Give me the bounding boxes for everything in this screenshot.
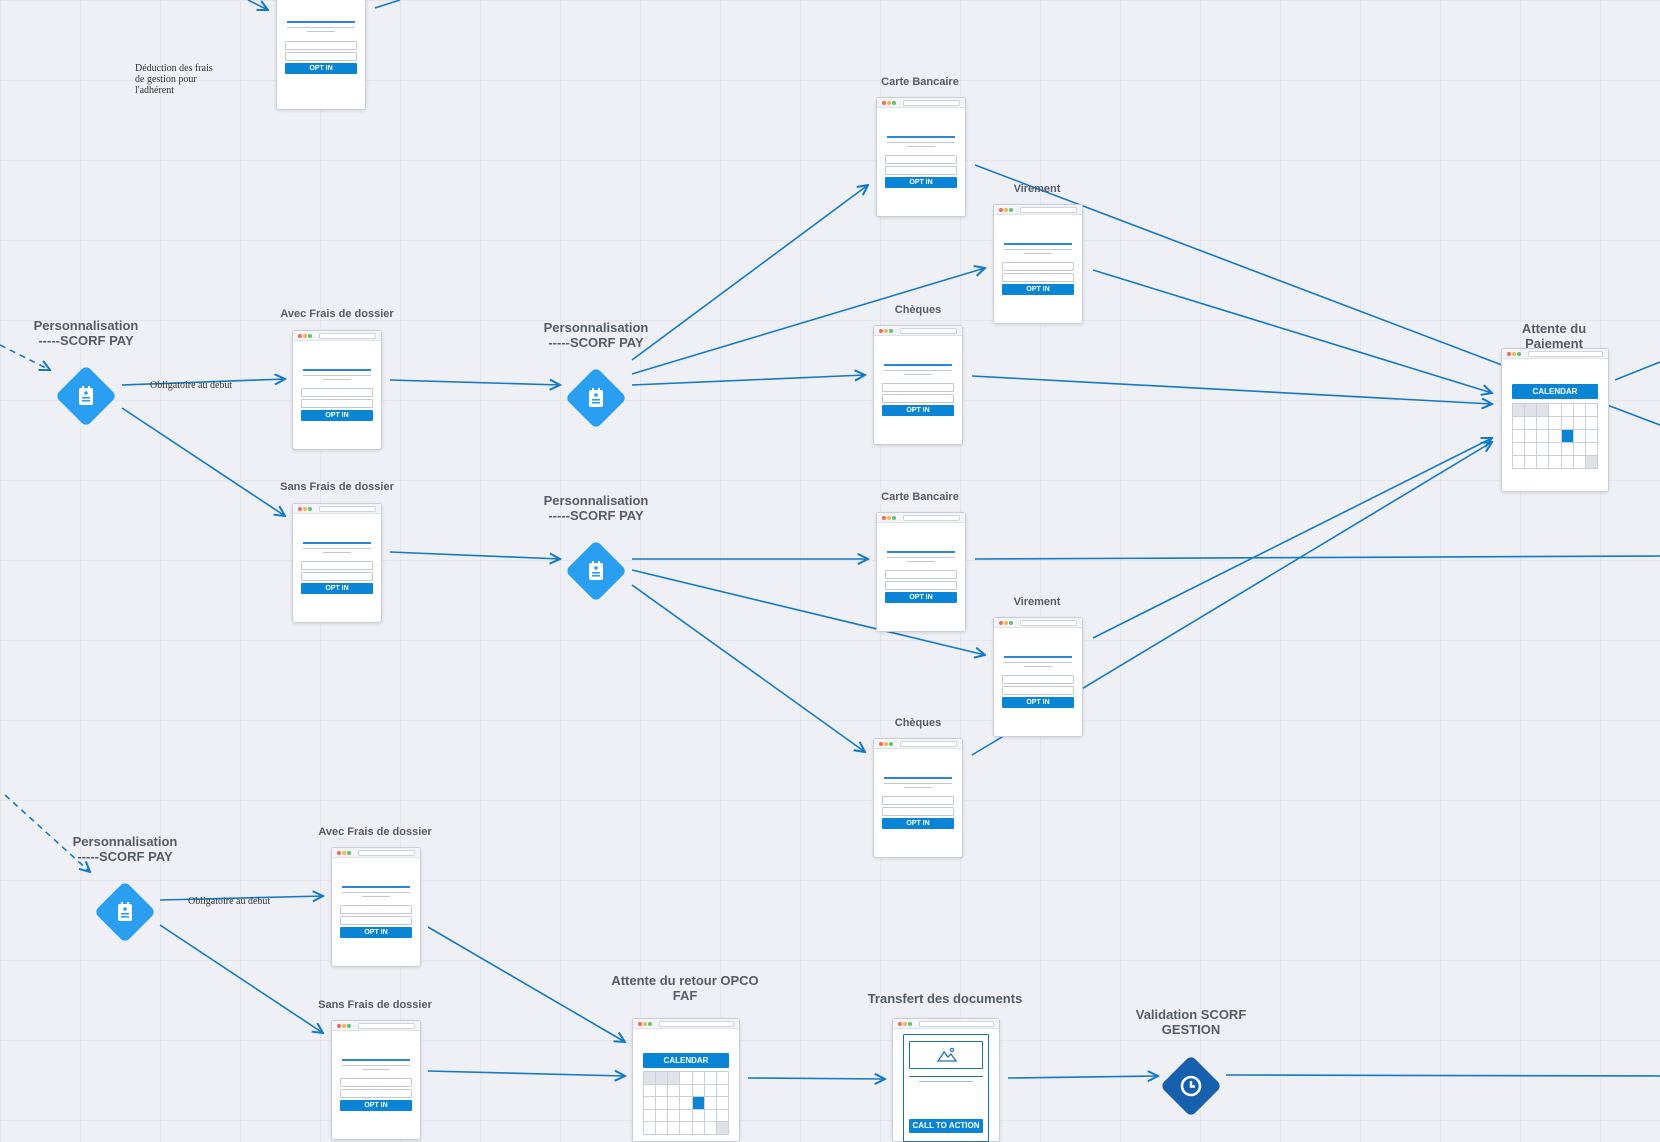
edge <box>631 584 865 752</box>
edge <box>631 268 985 375</box>
edge <box>159 924 323 1033</box>
edge <box>159 896 323 900</box>
edge-dashed <box>4 794 90 872</box>
edge-dashed <box>0 344 50 370</box>
edge <box>121 407 285 516</box>
edge <box>1007 1076 1158 1078</box>
node-label: Personnalisation -----SCORF PAY <box>543 493 649 523</box>
opt-in-button[interactable]: OPT IN <box>882 405 954 416</box>
edge <box>631 185 868 361</box>
opt-in-button[interactable]: OPT IN <box>885 592 957 603</box>
opt-in-button[interactable]: OPT IN <box>1002 284 1074 295</box>
opt-in-button[interactable]: OPT IN <box>340 927 412 938</box>
calendar-grid <box>643 1071 729 1135</box>
node-label: Validation SCORF GESTION <box>1135 1007 1247 1037</box>
calendar-page-card[interactable]: CALENDAR <box>632 1018 740 1142</box>
call-to-action-page-card[interactable]: CALL TO ACTION <box>892 1018 1000 1142</box>
calendar-page-card[interactable]: CALENDAR <box>1501 348 1609 492</box>
form-list-icon <box>118 902 132 921</box>
clock-icon <box>1180 1075 1202 1097</box>
optin-page-card[interactable]: OPT IN <box>876 512 966 632</box>
edge <box>374 0 401 9</box>
edge <box>389 551 560 559</box>
edge <box>427 926 625 1042</box>
form-list-icon <box>79 386 93 405</box>
node-label: Transfert des documents <box>867 991 1023 1006</box>
calendar-header: CALENDAR <box>1512 384 1598 399</box>
node-label: Chèques <box>894 717 942 729</box>
optin-page-card[interactable]: OPT IN <box>292 503 382 623</box>
edge <box>1614 361 1660 381</box>
note-deduction: Déduction des frais de gestion pour l'ad… <box>135 63 213 96</box>
edge <box>747 1078 885 1079</box>
form-list-icon <box>589 561 603 580</box>
node-label: Avec Frais de dossier <box>280 308 394 320</box>
edge <box>974 555 1660 560</box>
edge <box>631 569 985 655</box>
optin-page-card[interactable]: OPT IN <box>331 847 421 967</box>
node-label: Virement <box>1013 596 1061 608</box>
node-label: Carte Bancaire <box>881 76 959 88</box>
node-label: Sans Frais de dossier <box>280 481 394 493</box>
edge <box>1092 438 1492 639</box>
node-label: Attente du Paiement <box>1521 321 1587 351</box>
opt-in-button[interactable]: OPT IN <box>285 63 357 74</box>
optin-page-card[interactable]: OPT IN <box>993 617 1083 737</box>
edge <box>247 0 268 10</box>
optin-page-card[interactable]: OPT IN <box>331 1020 421 1140</box>
optin-page-card[interactable]: OPT IN <box>292 330 382 450</box>
node-label: Personnalisation -----SCORF PAY <box>543 320 649 350</box>
opt-in-button[interactable]: OPT IN <box>301 583 373 594</box>
optin-page-card[interactable]: OPT IN <box>993 204 1083 324</box>
node-label: Attente du retour OPCO FAF <box>611 973 759 1003</box>
opt-in-button[interactable]: OPT IN <box>301 410 373 421</box>
node-label: Carte Bancaire <box>881 491 959 503</box>
optin-page-card[interactable]: OPT IN <box>873 325 963 445</box>
call-to-action-button[interactable]: CALL TO ACTION <box>909 1119 983 1133</box>
opt-in-button[interactable]: OPT IN <box>1002 697 1074 708</box>
node-label: Personnalisation -----SCORF PAY <box>33 318 139 348</box>
opt-in-button[interactable]: OPT IN <box>882 818 954 829</box>
node-label: Personnalisation -----SCORF PAY <box>72 834 178 864</box>
note-obligatoire: Obligatoire au debut <box>188 896 271 907</box>
note-obligatoire: Obligatoire au debut <box>150 380 233 391</box>
node-label: Avec Frais de dossier <box>318 826 432 838</box>
edge <box>1225 1074 1660 1077</box>
node-label: Virement <box>1013 183 1061 195</box>
node-label: Sans Frais de dossier <box>318 999 432 1011</box>
optin-page-card[interactable]: OPT IN <box>873 738 963 858</box>
node-label: Chèques <box>894 304 942 316</box>
edge <box>631 375 865 386</box>
calendar-grid <box>1512 403 1598 469</box>
edge <box>971 375 1492 404</box>
edge <box>1092 269 1492 393</box>
calendar-header: CALENDAR <box>643 1053 729 1068</box>
edge <box>121 379 285 386</box>
edge <box>389 380 560 385</box>
form-list-icon <box>589 388 603 407</box>
optin-page-card[interactable]: OPT IN <box>876 97 966 217</box>
opt-in-button[interactable]: OPT IN <box>340 1100 412 1111</box>
image-placeholder-icon <box>909 1041 983 1069</box>
opt-in-button[interactable]: OPT IN <box>885 177 957 188</box>
optin-page-card[interactable]: OPT IN <box>276 0 366 110</box>
edge <box>427 1071 625 1076</box>
